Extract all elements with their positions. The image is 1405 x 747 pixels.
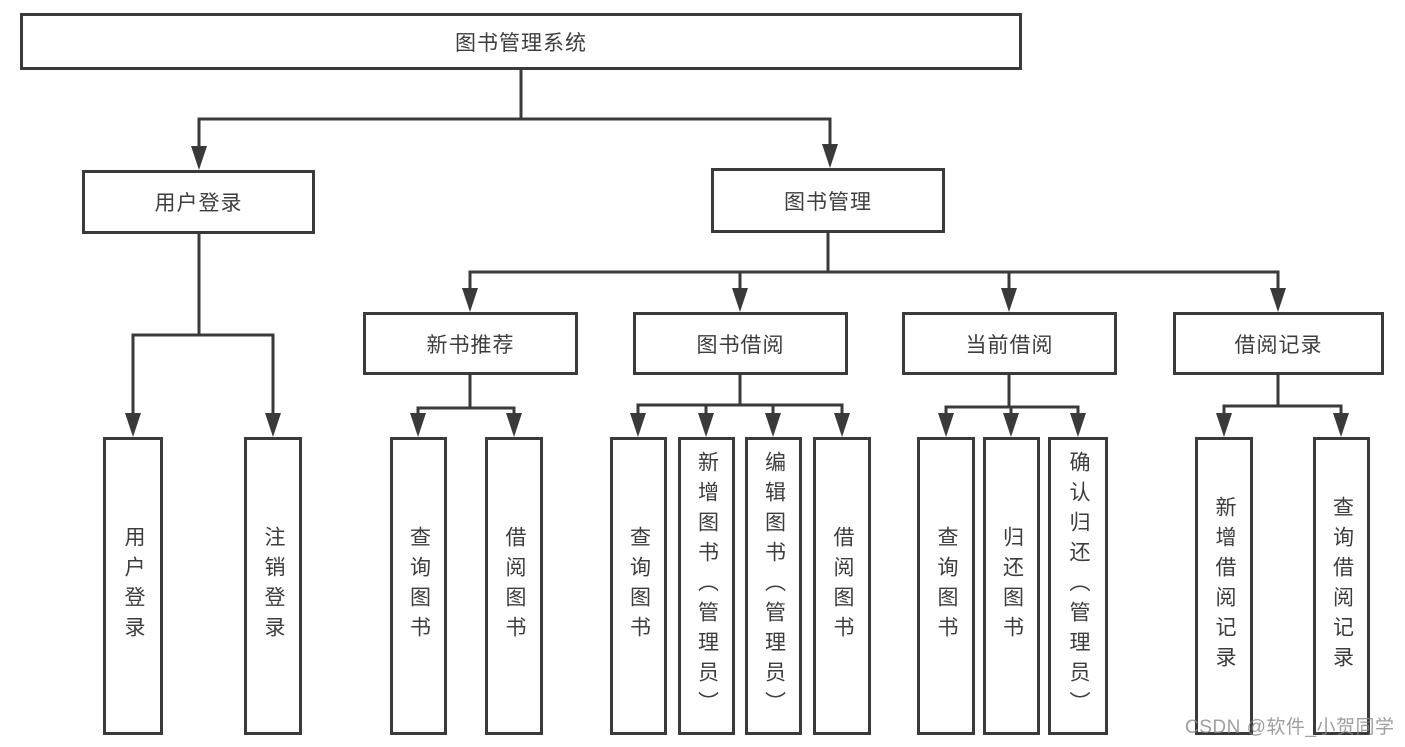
- leaf-label: 查询图书: [935, 526, 959, 646]
- leaf-label: 借阅图书: [503, 526, 527, 646]
- node-label: 图书管理: [784, 190, 872, 214]
- connector-newbook-split: [416, 373, 516, 419]
- arrow-down-icon: [732, 288, 748, 312]
- leaf-label: 新增借阅记录: [1213, 496, 1237, 676]
- node-borrowing-records: 借阅记录: [1173, 312, 1384, 375]
- leaf-add-book-admin: 新增图书（管理员）: [678, 437, 735, 735]
- leaf-label: 新增图书（管理员）: [695, 451, 719, 721]
- arrow-down-icon: [765, 413, 781, 437]
- leaf-query-borrow-record: 查询借阅记录: [1313, 437, 1370, 735]
- arrow-down-icon: [1070, 413, 1086, 437]
- node-label: 图书管理系统: [455, 31, 587, 55]
- arrow-down-icon: [938, 413, 954, 437]
- node-label: 当前借阅: [965, 333, 1054, 357]
- leaf-borrow-books-recommend: 借阅图书: [485, 437, 543, 735]
- leaf-label: 注销登录: [262, 526, 286, 646]
- node-current-borrowing: 当前借阅: [902, 312, 1117, 375]
- arrow-down-icon: [191, 146, 207, 170]
- leaf-label: 查询借阅记录: [1330, 496, 1354, 676]
- leaf-label: 借阅图书: [831, 526, 855, 646]
- arrow-down-icon: [1001, 288, 1017, 312]
- arrow-down-icon: [1333, 413, 1349, 437]
- node-label: 借阅记录: [1234, 333, 1323, 357]
- node-root-system: 图书管理系统: [20, 13, 1022, 70]
- leaf-logout: 注销登录: [244, 437, 302, 735]
- connector-borrow-split: [636, 373, 844, 419]
- arrow-down-icon: [265, 413, 281, 437]
- leaf-query-books-borrowing: 查询图书: [610, 437, 667, 735]
- arrow-down-icon: [822, 144, 838, 168]
- arrow-down-icon: [1216, 413, 1232, 437]
- node-new-book-recommend: 新书推荐: [363, 312, 578, 375]
- connector-root-split: [197, 68, 832, 152]
- node-label: 图书借阅: [696, 333, 785, 357]
- arrow-down-icon: [1003, 413, 1019, 437]
- node-book-borrowing: 图书借阅: [633, 312, 848, 375]
- leaf-user-login: 用户登录: [103, 437, 163, 735]
- csdn-watermark: CSDN @软件_小贺同学: [1185, 717, 1395, 738]
- arrow-down-icon: [630, 413, 646, 437]
- leaf-return-books: 归还图书: [983, 437, 1040, 735]
- arrow-down-icon: [698, 413, 714, 437]
- leaf-confirm-return-admin: 确认归还（管理员）: [1048, 437, 1108, 735]
- connector-current-split: [944, 373, 1080, 419]
- node-label: 用户登录: [154, 192, 243, 215]
- connector-records-split: [1222, 373, 1343, 419]
- arrow-down-icon: [125, 413, 141, 437]
- arrow-down-icon: [462, 288, 478, 312]
- leaf-label: 确认归还（管理员）: [1067, 451, 1091, 721]
- leaf-query-books-recommend: 查询图书: [390, 437, 447, 735]
- leaf-label: 编辑图书（管理员）: [762, 451, 786, 721]
- leaf-label: 查询图书: [407, 526, 431, 646]
- leaf-label: 用户登录: [122, 526, 146, 646]
- arrow-down-icon: [410, 413, 426, 437]
- node-label: 新书推荐: [426, 333, 515, 357]
- connector-management-split: [468, 231, 1280, 294]
- node-book-management: 图书管理: [711, 168, 945, 233]
- leaf-add-borrow-record: 新增借阅记录: [1195, 437, 1253, 735]
- leaf-label: 查询图书: [627, 526, 651, 646]
- leaf-label: 归还图书: [1000, 526, 1024, 646]
- arrow-down-icon: [1270, 288, 1286, 312]
- leaf-borrow-books-borrowing: 借阅图书: [813, 437, 871, 735]
- arrow-down-icon: [506, 413, 522, 437]
- node-user-login: 用户登录: [82, 170, 315, 234]
- leaf-edit-book-admin: 编辑图书（管理员）: [745, 437, 802, 735]
- arrow-down-icon: [834, 413, 850, 437]
- leaf-query-books-current: 查询图书: [917, 437, 975, 735]
- connector-login-split: [131, 232, 275, 419]
